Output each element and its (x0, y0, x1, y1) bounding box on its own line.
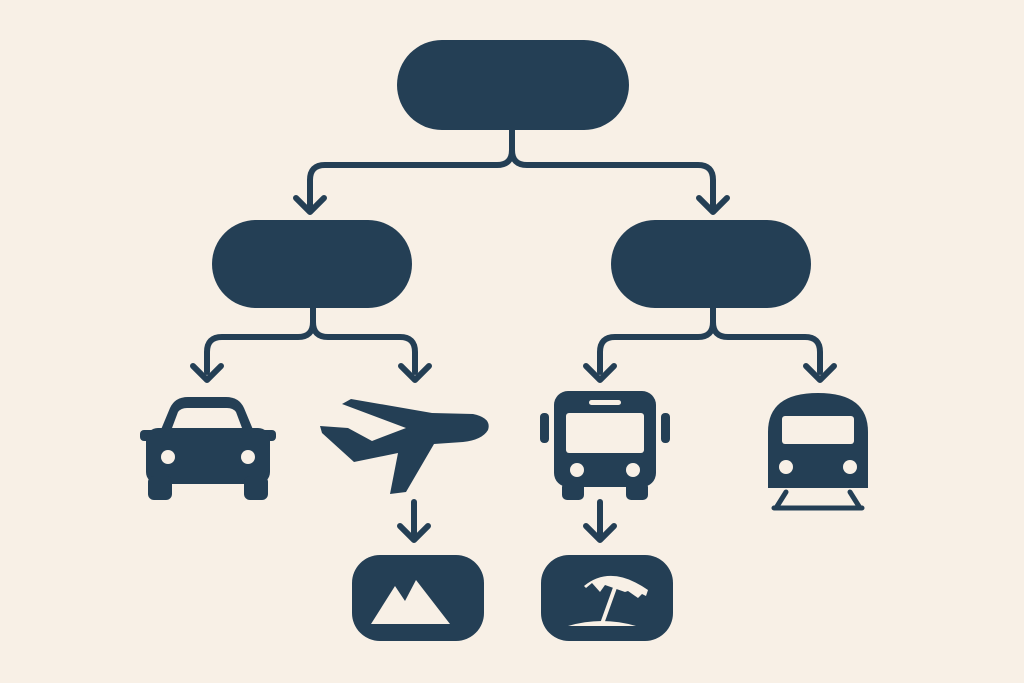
bus-icon (540, 391, 670, 500)
connector-right-train (710, 319, 823, 375)
root-node (397, 40, 629, 130)
car-icon (140, 397, 276, 500)
arrowhead (583, 523, 617, 543)
connector-left-plane (310, 319, 418, 375)
train-icon (768, 393, 868, 511)
arrowhead (803, 363, 837, 383)
arrowhead (398, 363, 432, 383)
connector-left-car (204, 305, 316, 375)
mountains-icon (352, 555, 484, 641)
arrowhead (293, 195, 327, 215)
arrowhead (190, 363, 224, 383)
arrowhead (696, 195, 730, 215)
arrowhead (397, 523, 431, 543)
connector-right-bus (597, 305, 716, 375)
connector-root-left (307, 125, 515, 211)
branch-right-node (611, 220, 811, 308)
arrowhead (583, 363, 617, 383)
connector-root-right (509, 147, 716, 211)
beach-umbrella-icon (541, 555, 673, 641)
arrowheads (190, 195, 837, 543)
airplane-icon (320, 399, 489, 494)
branch-left-node (212, 220, 412, 308)
connectors (204, 125, 823, 536)
